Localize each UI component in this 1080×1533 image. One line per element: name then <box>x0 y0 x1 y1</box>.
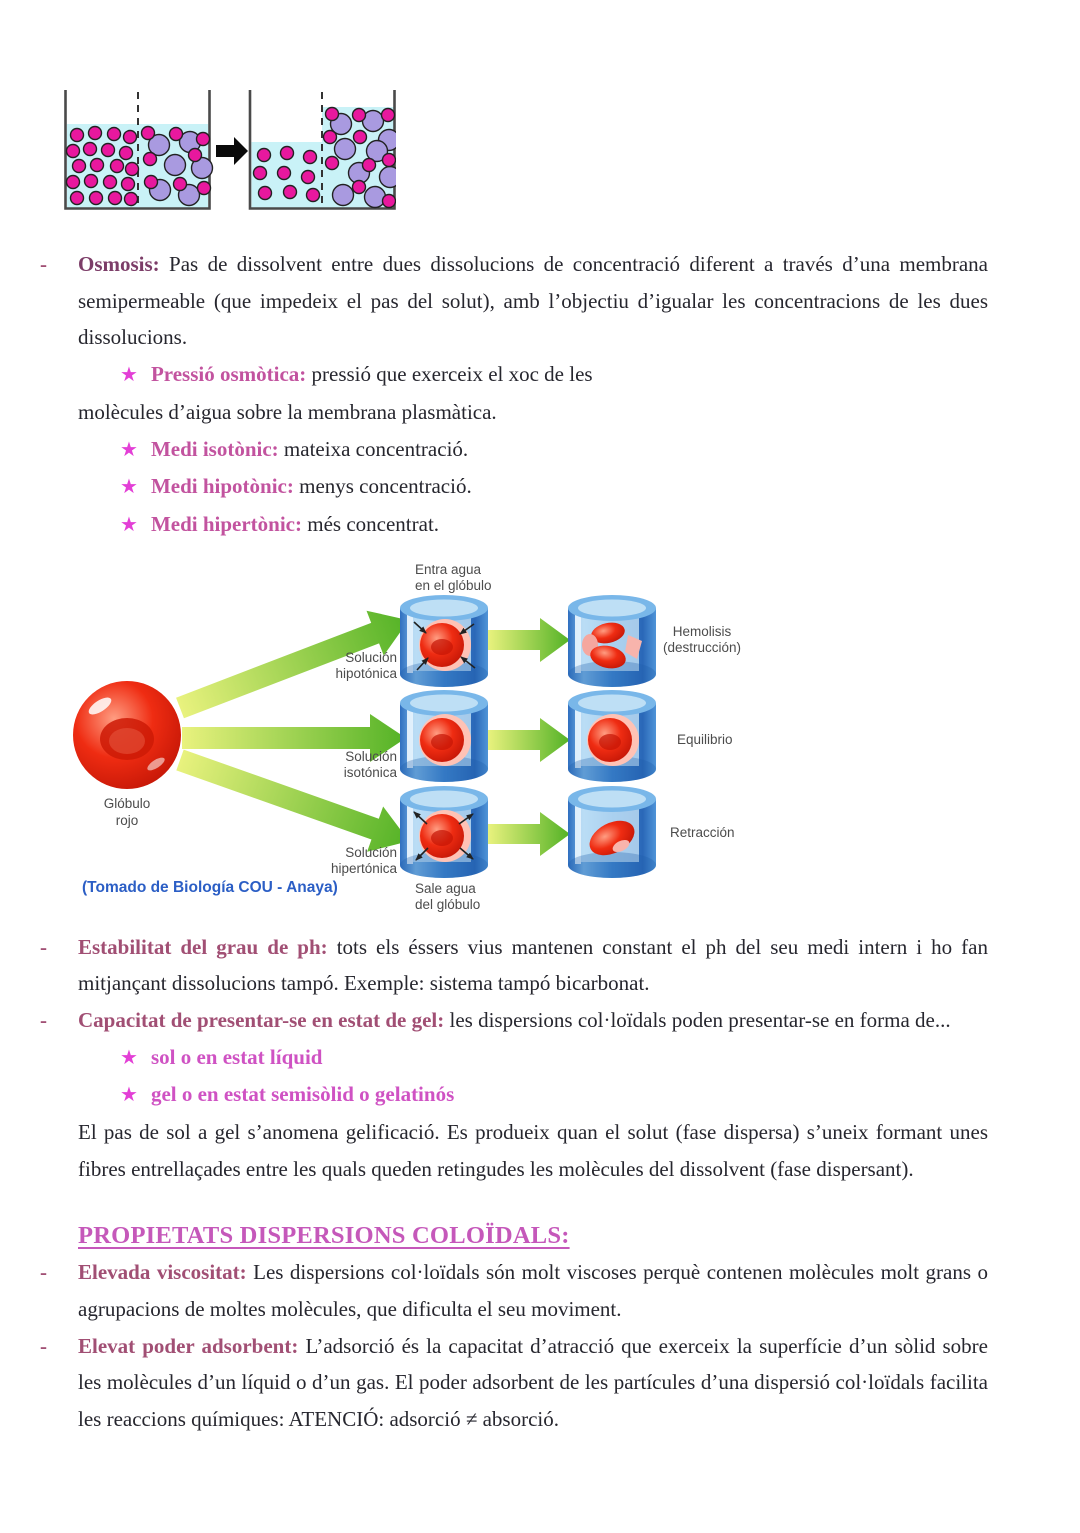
label-destruccion: (destrucción) <box>663 640 741 655</box>
capacitat-text: les dispersions col·loïdals poden presen… <box>449 1008 951 1033</box>
label-sale-agua-2: del glóbulo <box>415 897 480 912</box>
star-icon: ★ <box>120 476 138 499</box>
list-item-capacitat: - Capacitat de presentar-se en estat de g… <box>40 1002 988 1039</box>
term-pressio-osmotica: Pressió osmòtica: <box>150 362 307 387</box>
term-osmosis: Osmosis: <box>78 252 160 276</box>
solute-particles <box>65 125 140 207</box>
star-icon: ★ <box>120 1084 138 1107</box>
label-hemolisis: Hemolisis <box>673 624 732 639</box>
green-connector-arrows <box>488 617 570 856</box>
term-adsorbent: Elevat poder adsorbent: <box>78 1333 299 1358</box>
term-medi-hipertonic: Medi hipertònic: <box>150 511 302 536</box>
vessel-equilibrium <box>568 689 656 782</box>
medi-hipotonic-text: menys concentració. <box>299 474 472 499</box>
dash-bullet: - <box>40 252 47 276</box>
star-icon: ★ <box>120 513 138 536</box>
red-blood-cell <box>73 680 181 789</box>
gel-state-sol: sol o en estat líquid <box>150 1044 323 1069</box>
term-medi-hipotonic: Medi hipotònic: <box>150 474 294 499</box>
label-solucion-hipotonica: Solución <box>345 650 397 665</box>
term-viscositat: Elevada viscositat: <box>78 1260 247 1285</box>
star-item-gel: ★ gel o en estat semisòlid o gelatinós <box>78 1076 988 1114</box>
section-heading-propietats: PROPIETATS DISPERSIONS COLOÏDALS: <box>78 1221 570 1249</box>
solute-particles <box>252 145 321 203</box>
gel-state-gel: gel o en estat semisòlid o gelatinós <box>150 1082 455 1107</box>
term-capacitat: Capacitat de presentar-se en estat de ge… <box>78 1008 445 1033</box>
vessel-retraction <box>568 785 656 878</box>
label-solucion-hipertonica: Solución <box>345 845 397 860</box>
list-item-osmosis: - Osmosis: Pas de dissolvent entre dues d… <box>40 246 988 356</box>
beaker-before <box>64 90 214 210</box>
term-medi-isotonic: Medi isotònic: <box>150 436 279 461</box>
medi-isotonic-text: mateixa concentració. <box>283 436 469 461</box>
label-entra-agua: Entra agua <box>415 562 482 577</box>
dash-bullet: - <box>40 1260 47 1285</box>
osmosis-beaker-diagram <box>64 90 396 210</box>
star-item-isotonic: ★ Medi isotònic: mateixa concentració. <box>78 431 988 469</box>
red-blood-cell-tonicity-figure: Entra agua en el glóbulo Solución hipotó… <box>73 562 741 912</box>
dash-bullet: - <box>40 934 47 959</box>
adsorbent-text: L’adsorció és la capacitat d’atracció qu… <box>78 1333 988 1432</box>
solvent-particles <box>140 125 214 207</box>
medi-hipertonic-text: més concentrat. <box>307 511 440 536</box>
osmosis-text: Pas de dissolvent entre dues dissolucion… <box>78 252 988 350</box>
label-rojo: rojo <box>116 813 139 828</box>
label-globulo: Glóbulo <box>104 796 151 811</box>
green-fan-arrows <box>176 610 410 852</box>
vessel-hemolysis <box>568 594 656 687</box>
list-item-adsorbent: - Elevat poder adsorbent: L’adsorció és l… <box>40 1328 988 1438</box>
pressio-line2: molècules d’aigua sobre la membrana plas… <box>78 399 497 424</box>
dash-bullet: - <box>40 1333 47 1358</box>
label-sale-agua: Sale agua <box>415 881 476 896</box>
viscositat-text: Les dispersions col·loïdals són molt vis… <box>78 1260 989 1321</box>
pressio-line1: pressió que exerceix el xoc de les <box>311 362 593 387</box>
vessel-isotonic <box>400 689 488 782</box>
star-item-sol: ★ sol o en estat líquid <box>78 1039 988 1077</box>
label-equilibrio: Equilibrio <box>677 732 733 747</box>
beaker-after <box>248 90 396 210</box>
star-item-hipotonic: ★ Medi hipotònic: menys concentració. <box>78 468 988 506</box>
label-entra-agua-2: en el glóbulo <box>415 578 492 593</box>
right-arrow-icon <box>216 137 248 165</box>
label-hipotonica: hipotónica <box>335 666 397 681</box>
label-retraccion: Retracción <box>670 825 735 840</box>
star-item-hipertonic: ★ Medi hipertònic: més concentrat. <box>78 506 988 544</box>
label-solucion-isotonica: Solución <box>345 749 397 764</box>
dash-bullet: - <box>40 1008 47 1033</box>
star-item-pressio: ★ Pressió osmòtica: pressió que exerceix … <box>78 356 988 430</box>
figure-caption: (Tomado de Biología COU - Anaya) <box>82 879 338 896</box>
star-icon: ★ <box>120 438 138 461</box>
gelificacio-paragraph: El pas de sol a gel s’anomena gelificaci… <box>78 1120 988 1181</box>
solvent-particles <box>322 106 396 209</box>
label-isotonica: isotónica <box>344 765 398 780</box>
star-icon: ★ <box>120 1046 138 1069</box>
document-body: - Osmosis: Pas de dissolvent entre dues d… <box>0 246 1080 1438</box>
term-estabilitat: Estabilitat del grau de ph: <box>78 934 328 959</box>
label-hipertonica: hipertónica <box>331 861 398 876</box>
vessel-hypotonic <box>400 594 488 687</box>
vessel-hypertonic <box>400 785 488 878</box>
star-icon: ★ <box>120 364 138 387</box>
estabilitat-text: tots els éssers vius mantenen constant e… <box>78 934 988 996</box>
list-item-viscositat: - Elevada viscositat: Les dispersions col… <box>40 1254 989 1327</box>
list-item-estabilitat: - Estabilitat del grau de ph: tots els és… <box>40 929 988 1002</box>
